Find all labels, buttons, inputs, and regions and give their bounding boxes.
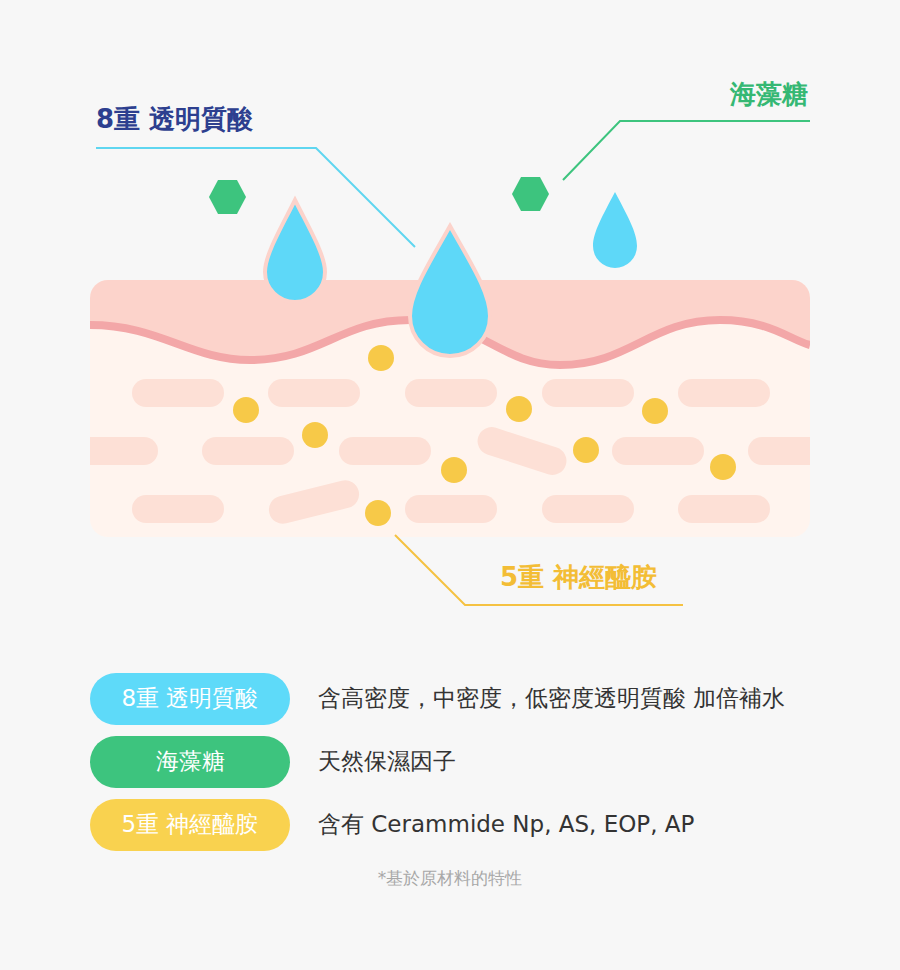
trehalose-hexagons — [209, 177, 549, 214]
leader-line — [395, 535, 683, 605]
description-text: 含高密度，中密度，低密度透明質酸 加倍補水 — [318, 685, 785, 713]
ingredient-pill: 5重 神經醯胺 — [90, 799, 290, 851]
skin-cells — [90, 379, 810, 527]
hyaluronic-drops — [265, 192, 637, 356]
callout-label: 8重 透明質酸 — [96, 104, 253, 135]
pill-text: 5重 神經醯胺 — [122, 811, 259, 839]
ingredient-pill: 海藻糖 — [90, 736, 290, 788]
footnote: *基於原材料的特性 — [378, 868, 523, 888]
description-text: 天然保濕因子 — [318, 748, 456, 776]
leader-line — [96, 148, 415, 247]
ceramide-dots — [233, 345, 736, 526]
leader-line — [563, 121, 810, 180]
ingredient-pill: 8重 透明質酸 — [90, 673, 290, 725]
pill-text: 海藻糖 — [156, 748, 225, 776]
callout-label: 海藻糖 — [730, 79, 808, 110]
description-text: 含有 Cerammide Np, AS, EOP, AP — [318, 811, 694, 839]
pill-text: 8重 透明質酸 — [122, 685, 259, 713]
callout-label: 5重 神經醯胺 — [500, 562, 657, 593]
